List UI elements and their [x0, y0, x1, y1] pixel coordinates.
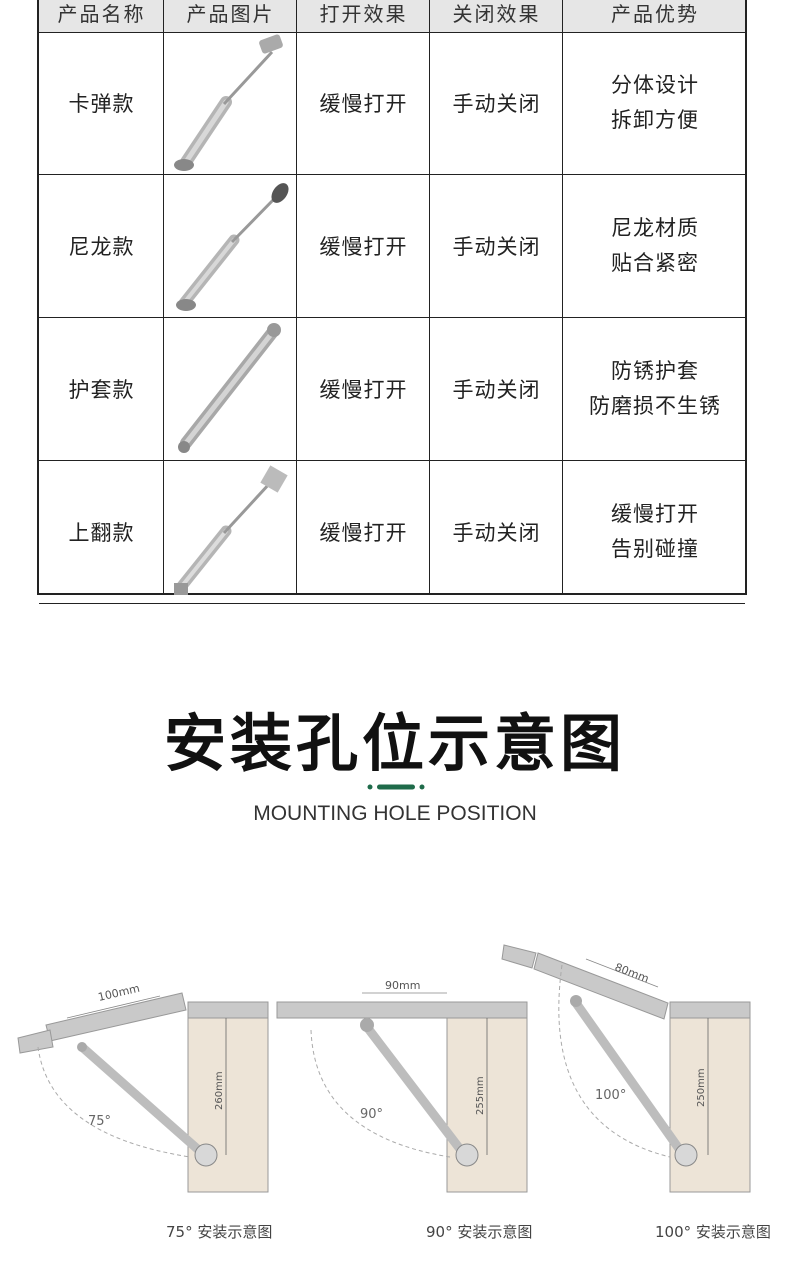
header-open: 打开效果 — [319, 2, 408, 26]
mounting-diagram-90: 90mm 255mm 90° — [276, 979, 528, 1193]
section-subtitle: MOUNTING HOLE POSITION — [253, 802, 537, 825]
table-row: 上翻款 缓慢打开 手动关闭 缓慢打开 告别碰撞 — [39, 461, 745, 604]
column-divider — [429, 0, 430, 593]
mounting-diagram-100: 80mm 250mm 100° — [501, 944, 751, 1193]
gas-strut — [77, 1042, 207, 1158]
column-divider — [296, 0, 297, 593]
product-comparison-table: 产品名称 产品图片 打开效果 关闭效果 产品优势 卡弹款 缓慢打开 手动关闭 分… — [37, 0, 747, 604]
advantage-line: 防锈护套 — [611, 359, 699, 383]
column-divider — [562, 0, 563, 593]
product-name: 卡弹款 — [68, 92, 135, 116]
width-dimension — [585, 958, 659, 988]
table-row: 尼龙款 缓慢打开 手动关闭 尼龙材质 贴合紧密 — [39, 175, 745, 318]
swing-arc — [558, 964, 671, 1158]
angle-label: 100° — [595, 1088, 626, 1103]
column-divider — [163, 0, 164, 593]
strut-base-mount — [674, 1143, 698, 1167]
header-advantage: 产品优势 — [611, 2, 699, 26]
door-panel — [533, 952, 669, 1020]
advantage-line: 贴合紧密 — [611, 251, 699, 275]
product-advantage: 防锈护套 防磨损不生锈 — [563, 318, 747, 460]
door-tip — [501, 944, 537, 969]
cabinet-top — [187, 1001, 269, 1019]
table-header: 产品名称 产品图片 打开效果 关闭效果 产品优势 — [39, 0, 745, 33]
width-label: 80mm — [613, 961, 651, 986]
header-close: 关闭效果 — [452, 2, 541, 26]
advantage-line: 拆卸方便 — [611, 108, 699, 132]
open-effect: 缓慢打开 — [319, 521, 408, 545]
gas-strut — [571, 998, 687, 1158]
angle-label: 75° — [88, 1114, 111, 1129]
product-image — [164, 461, 297, 603]
mounting-diagram-75: 100mm 260mm 75° — [17, 982, 269, 1193]
swing-arc — [310, 1029, 451, 1158]
diagram-caption: 75° 安装示意图 — [166, 1223, 273, 1241]
advantage-line: 防磨损不生锈 — [589, 394, 721, 418]
swing-arc — [37, 1046, 191, 1158]
product-image — [164, 32, 297, 174]
product-name: 上翻款 — [68, 521, 135, 545]
angle-label: 90° — [360, 1107, 383, 1122]
cabinet-top — [669, 1001, 751, 1019]
strut-top-mount — [77, 1042, 87, 1052]
product-name: 护套款 — [68, 378, 135, 402]
open-effect: 缓慢打开 — [319, 92, 408, 116]
close-effect: 手动关闭 — [452, 378, 541, 402]
height-label: 255mm — [475, 1076, 486, 1115]
table-row: 护套款 缓慢打开 手动关闭 防锈护套 防磨损不生锈 — [39, 318, 745, 461]
advantage-line: 告别碰撞 — [611, 537, 699, 561]
product-advantage: 分体设计 拆卸方便 — [563, 32, 747, 174]
section-title: 安装孔位示意图 — [163, 707, 626, 780]
width-label: 90mm — [385, 979, 420, 992]
advantage-line: 缓慢打开 — [611, 502, 699, 526]
header-name: 产品名称 — [57, 2, 146, 26]
close-effect: 手动关闭 — [452, 92, 541, 116]
width-dimension — [66, 995, 161, 1019]
product-image — [164, 318, 297, 460]
table-row: 卡弹款 缓慢打开 手动关闭 分体设计 拆卸方便 — [39, 32, 745, 175]
door-panel — [45, 992, 187, 1042]
door-tip — [17, 1029, 54, 1054]
width-label: 100mm — [97, 982, 141, 1004]
product-name: 尼龙款 — [68, 235, 135, 259]
product-advantage: 缓慢打开 告别碰撞 — [563, 461, 747, 603]
title-decoration — [367, 784, 425, 790]
strut-base-mount — [194, 1143, 218, 1167]
open-effect: 缓慢打开 — [319, 378, 408, 402]
close-effect: 手动关闭 — [452, 235, 541, 259]
strut-base-mount — [455, 1143, 479, 1167]
diagram-caption: 100° 安装示意图 — [655, 1223, 771, 1241]
diagram-caption: 90° 安装示意图 — [426, 1223, 533, 1241]
height-label: 250mm — [696, 1068, 707, 1107]
close-effect: 手动关闭 — [452, 521, 541, 545]
product-image — [164, 175, 297, 317]
strut-top-mount — [360, 1018, 374, 1032]
gas-strut — [362, 1022, 468, 1158]
product-advantage: 尼龙材质 贴合紧密 — [563, 175, 747, 317]
header-image: 产品图片 — [186, 2, 275, 26]
door-panel — [276, 1001, 528, 1019]
height-label: 260mm — [214, 1071, 225, 1110]
advantage-line: 分体设计 — [611, 73, 699, 97]
strut-top-mount — [570, 995, 582, 1007]
open-effect: 缓慢打开 — [319, 235, 408, 259]
advantage-line: 尼龙材质 — [611, 216, 699, 240]
